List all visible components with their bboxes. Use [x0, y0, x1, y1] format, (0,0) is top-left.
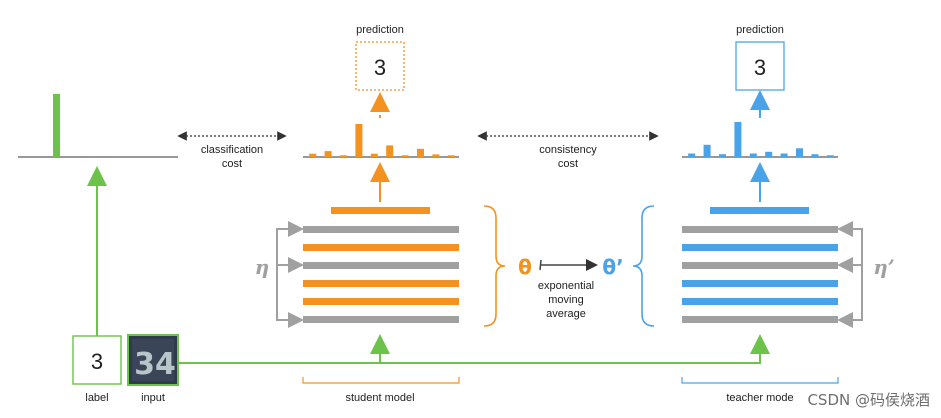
teacher-network — [682, 207, 838, 323]
consistency-cost: consistency cost — [477, 131, 659, 170]
label-value: 3 — [91, 349, 103, 374]
student-bar-7 — [417, 148, 424, 158]
teacher-top-layer — [710, 207, 809, 214]
student-layer-6 — [303, 316, 459, 323]
student-prediction: prediction 3 — [355, 24, 405, 118]
teacher-bar-5 — [765, 151, 773, 158]
teacher-prediction-value: 3 — [754, 55, 766, 80]
teacher-bar-3 — [734, 122, 742, 157]
label-input-block: 3 label 34 input — [72, 166, 770, 404]
classification-cost: classification cost — [177, 131, 287, 170]
student-bar-4 — [370, 153, 378, 157]
label-bar-3 — [53, 94, 60, 157]
teacher-distribution — [682, 122, 838, 158]
input-image-bg — [132, 339, 174, 381]
ema-block: θ θ’ exponential moving average — [518, 255, 624, 320]
student-layer-1 — [303, 226, 459, 233]
student-caption: student model — [302, 377, 460, 404]
teacher-bar-9 — [826, 155, 834, 158]
teacher-layer-1 — [682, 226, 838, 233]
teacher-layer-5 — [682, 298, 838, 305]
label-bars — [53, 94, 60, 157]
teacher-bar-8 — [811, 154, 819, 157]
student-prediction-title: prediction — [356, 24, 404, 36]
teacher-layer-4 — [682, 280, 838, 287]
student-caption-text: student model — [345, 392, 414, 404]
classification-cost-label: cost — [222, 158, 242, 170]
teacher-bar-4 — [749, 153, 757, 157]
watermark: CSDN @码侯烧酒 — [807, 391, 930, 409]
teacher-bracket-line — [843, 228, 863, 321]
student-brace — [483, 205, 506, 327]
theta-label: θ — [518, 255, 532, 279]
student-bars — [309, 124, 455, 158]
student-caption-bracket — [302, 377, 460, 384]
label-distribution — [18, 94, 178, 158]
theta-prime-label: θ’ — [602, 255, 623, 279]
teacher-caption-bracket — [681, 377, 839, 384]
student-top-layer — [331, 207, 430, 214]
teacher-bar-0 — [688, 153, 696, 157]
student-bar-5 — [386, 145, 394, 157]
ema-arrow-tail — [539, 259, 542, 271]
teacher-prediction-title: prediction — [736, 24, 784, 36]
teacher-caption: teacher mode — [681, 377, 839, 404]
consistency-label: consistency — [539, 144, 597, 156]
student-prediction-box — [355, 41, 405, 91]
student-bar-0 — [309, 153, 317, 157]
student-bar-9 — [447, 155, 455, 157]
student-bar-3 — [355, 124, 363, 157]
teacher-bar-1 — [703, 144, 711, 158]
ema-line-1: exponential — [538, 280, 594, 292]
student-distribution — [303, 124, 459, 158]
student-bar-1 — [324, 151, 332, 157]
classification-label: classification — [201, 144, 263, 156]
student-layer-3 — [303, 262, 459, 269]
teacher-bars — [688, 122, 834, 158]
student-layer-2 — [303, 244, 459, 251]
student-bar-2 — [340, 155, 347, 157]
student-network — [303, 207, 459, 323]
consistency-cost-label: cost — [558, 158, 578, 170]
eta-label: η — [255, 255, 270, 279]
student-layer-5 — [303, 298, 459, 305]
student-prediction-value: 3 — [374, 55, 386, 80]
teacher-layer-3 — [682, 262, 838, 269]
student-bar-8 — [432, 154, 440, 157]
eta-prime-label: η’ — [873, 255, 895, 279]
student-noise-bracket: η — [255, 221, 304, 328]
input-caption: input — [141, 392, 165, 404]
input-to-teacher-arrow — [178, 334, 770, 364]
teacher-bar-6 — [780, 153, 788, 157]
label-caption: label — [85, 392, 108, 404]
teacher-layer-6 — [682, 316, 838, 323]
teacher-brace — [632, 205, 655, 327]
label-box — [72, 335, 122, 385]
teacher-noise-bracket: η’ — [837, 221, 895, 328]
teacher-bar-2 — [719, 154, 726, 157]
student-layer-4 — [303, 280, 459, 287]
teacher-caption-text: teacher mode — [726, 392, 793, 404]
teacher-layer-2 — [682, 244, 838, 251]
student-bracket-line — [276, 228, 298, 321]
teacher-bar-7 — [796, 148, 803, 158]
input-digits: 34 — [134, 347, 176, 382]
ema-line-2: moving — [548, 294, 583, 306]
teacher-prediction: prediction 3 — [735, 24, 785, 118]
student-bar-6 — [401, 155, 409, 157]
ema-line-3: average — [546, 308, 586, 320]
